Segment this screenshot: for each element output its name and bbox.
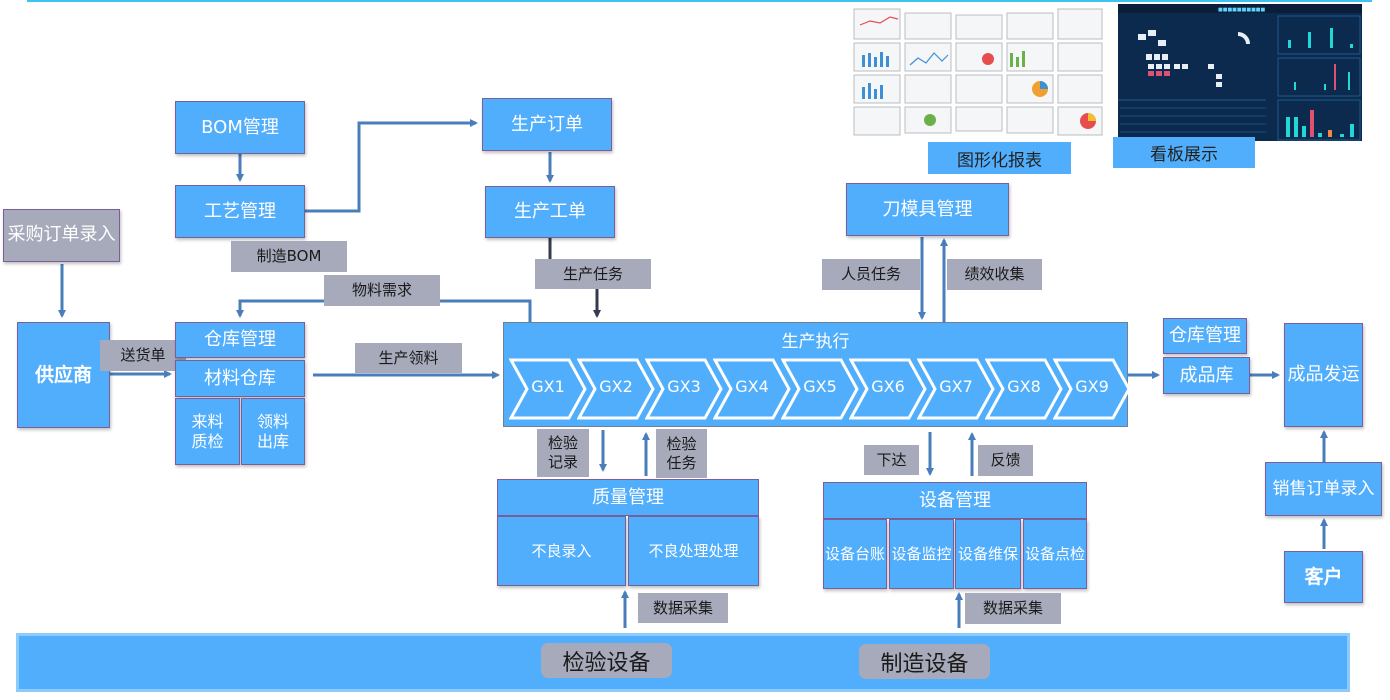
process-step-label: GX5 bbox=[803, 377, 837, 396]
purchase-order-entry-box[interactable]: 采购订单录入 bbox=[3, 209, 120, 262]
process-step-9[interactable]: GX9 bbox=[1052, 358, 1131, 420]
equipment-data-collection-label: 数据采集 bbox=[965, 593, 1061, 624]
equipment-maintenance-box[interactable]: 设备维保 bbox=[955, 519, 1021, 589]
material-issue-label: 生产领料 bbox=[355, 343, 462, 373]
sales-order-entry-box[interactable]: 销售订单录入 bbox=[1265, 462, 1382, 516]
personnel-task-label: 人员任务 bbox=[822, 259, 920, 290]
chevron-shape bbox=[712, 358, 791, 420]
process-step-5[interactable]: GX5 bbox=[780, 358, 859, 420]
defect-handling-box[interactable]: 不良处理处理 bbox=[628, 516, 759, 586]
chevron-shape bbox=[780, 358, 859, 420]
reports-image bbox=[850, 3, 1105, 140]
material-demand-label: 物料需求 bbox=[324, 275, 440, 306]
quality-data-collection-label: 数据采集 bbox=[638, 593, 728, 623]
chevron-shape bbox=[1052, 358, 1131, 420]
equipment-management-box[interactable]: 设备管理 bbox=[823, 482, 1087, 519]
warehouse-management-box[interactable]: 仓库管理 bbox=[175, 322, 305, 358]
inspection-record-label: 检验 记录 bbox=[537, 429, 589, 477]
process-step-2[interactable]: GX2 bbox=[576, 358, 655, 420]
dashboard-image: ■■■■■■■■■■ bbox=[1118, 4, 1362, 141]
dashboard-graphic: ■■■■■■■■■■ bbox=[1118, 4, 1362, 141]
supplier-box[interactable]: 供应商 bbox=[17, 322, 110, 428]
chevron-shape bbox=[984, 358, 1063, 420]
process-management-box[interactable]: 工艺管理 bbox=[175, 185, 305, 238]
process-step-label: GX8 bbox=[1007, 377, 1041, 396]
process-step-label: GX4 bbox=[735, 377, 769, 396]
process-step-4[interactable]: GX4 bbox=[712, 358, 791, 420]
chevron-shape bbox=[644, 358, 723, 420]
process-step-label: GX1 bbox=[531, 377, 565, 396]
finished-goods-store-box[interactable]: 成品库 bbox=[1163, 357, 1250, 394]
chevron-shape bbox=[508, 358, 587, 420]
process-step-1[interactable]: GX1 bbox=[508, 358, 587, 420]
dashboard-caption: 看板展示 bbox=[1113, 137, 1255, 168]
production-order-box[interactable]: 生产订单 bbox=[482, 98, 612, 151]
report-wall-graphic bbox=[853, 8, 1103, 136]
bom-management-box[interactable]: BOM管理 bbox=[175, 101, 305, 154]
process-step-label: GX6 bbox=[871, 377, 905, 396]
tooling-management-box[interactable]: 刀模具管理 bbox=[846, 183, 1009, 236]
process-step-label: GX3 bbox=[667, 377, 701, 396]
production-task-label: 生产任务 bbox=[535, 259, 651, 289]
reports-caption: 图形化报表 bbox=[928, 142, 1071, 174]
arrow-process-to-order bbox=[305, 119, 478, 213]
equipment-inspection-box[interactable]: 设备点检 bbox=[1023, 519, 1087, 589]
production-execution-title: 生产执行 bbox=[781, 332, 850, 352]
device-layer-bar bbox=[16, 633, 1350, 692]
finished-warehouse-management-box[interactable]: 仓库管理 bbox=[1163, 318, 1247, 354]
feedback-label: 反馈 bbox=[978, 445, 1033, 476]
equipment-monitor-box[interactable]: 设备监控 bbox=[889, 519, 954, 589]
top-accent-line bbox=[27, 0, 1372, 2]
dispatch-label: 下达 bbox=[864, 445, 919, 475]
delivery-note-label: 送货单 bbox=[100, 340, 186, 371]
chevron-shape bbox=[576, 358, 655, 420]
manufacturing-devices-button[interactable]: 制造设备 bbox=[859, 644, 990, 679]
process-step-6[interactable]: GX6 bbox=[848, 358, 927, 420]
work-order-box[interactable]: 生产工单 bbox=[485, 186, 615, 238]
process-step-8[interactable]: GX8 bbox=[984, 358, 1063, 420]
process-step-label: GX7 bbox=[939, 377, 973, 396]
chevron-shape bbox=[916, 358, 995, 420]
issue-out-box[interactable]: 领料 出库 bbox=[241, 398, 305, 465]
chevron-shape bbox=[848, 358, 927, 420]
process-step-label: GX2 bbox=[599, 377, 633, 396]
production-execution-panel[interactable]: 生产执行 GX1 GX2 GX3 GX4 GX5 GX6 GX7 GX8 GX9 bbox=[503, 322, 1131, 427]
equipment-ledger-box[interactable]: 设备台账 bbox=[823, 519, 887, 589]
svg-text:■■■■■■■■■■: ■■■■■■■■■■ bbox=[1218, 7, 1266, 13]
customer-box[interactable]: 客户 bbox=[1284, 551, 1363, 603]
inspection-devices-button[interactable]: 检验设备 bbox=[541, 643, 672, 678]
defect-entry-box[interactable]: 不良录入 bbox=[497, 516, 626, 586]
material-warehouse-box[interactable]: 材料仓库 bbox=[175, 360, 305, 397]
process-step-7[interactable]: GX7 bbox=[916, 358, 995, 420]
finished-goods-shipping-box[interactable]: 成品发运 bbox=[1284, 323, 1363, 427]
quality-management-box[interactable]: 质量管理 bbox=[497, 479, 759, 516]
manufacturing-bom-label: 制造BOM bbox=[231, 241, 347, 272]
process-step-3[interactable]: GX3 bbox=[644, 358, 723, 420]
process-step-label: GX9 bbox=[1075, 377, 1109, 396]
incoming-qc-box[interactable]: 来料 质检 bbox=[175, 398, 240, 465]
performance-collection-label: 绩效收集 bbox=[947, 259, 1042, 290]
process-steps: GX1 GX2 GX3 GX4 GX5 GX6 GX7 GX8 GX9 bbox=[508, 358, 1131, 420]
inspection-task-label: 检验 任务 bbox=[656, 429, 707, 478]
